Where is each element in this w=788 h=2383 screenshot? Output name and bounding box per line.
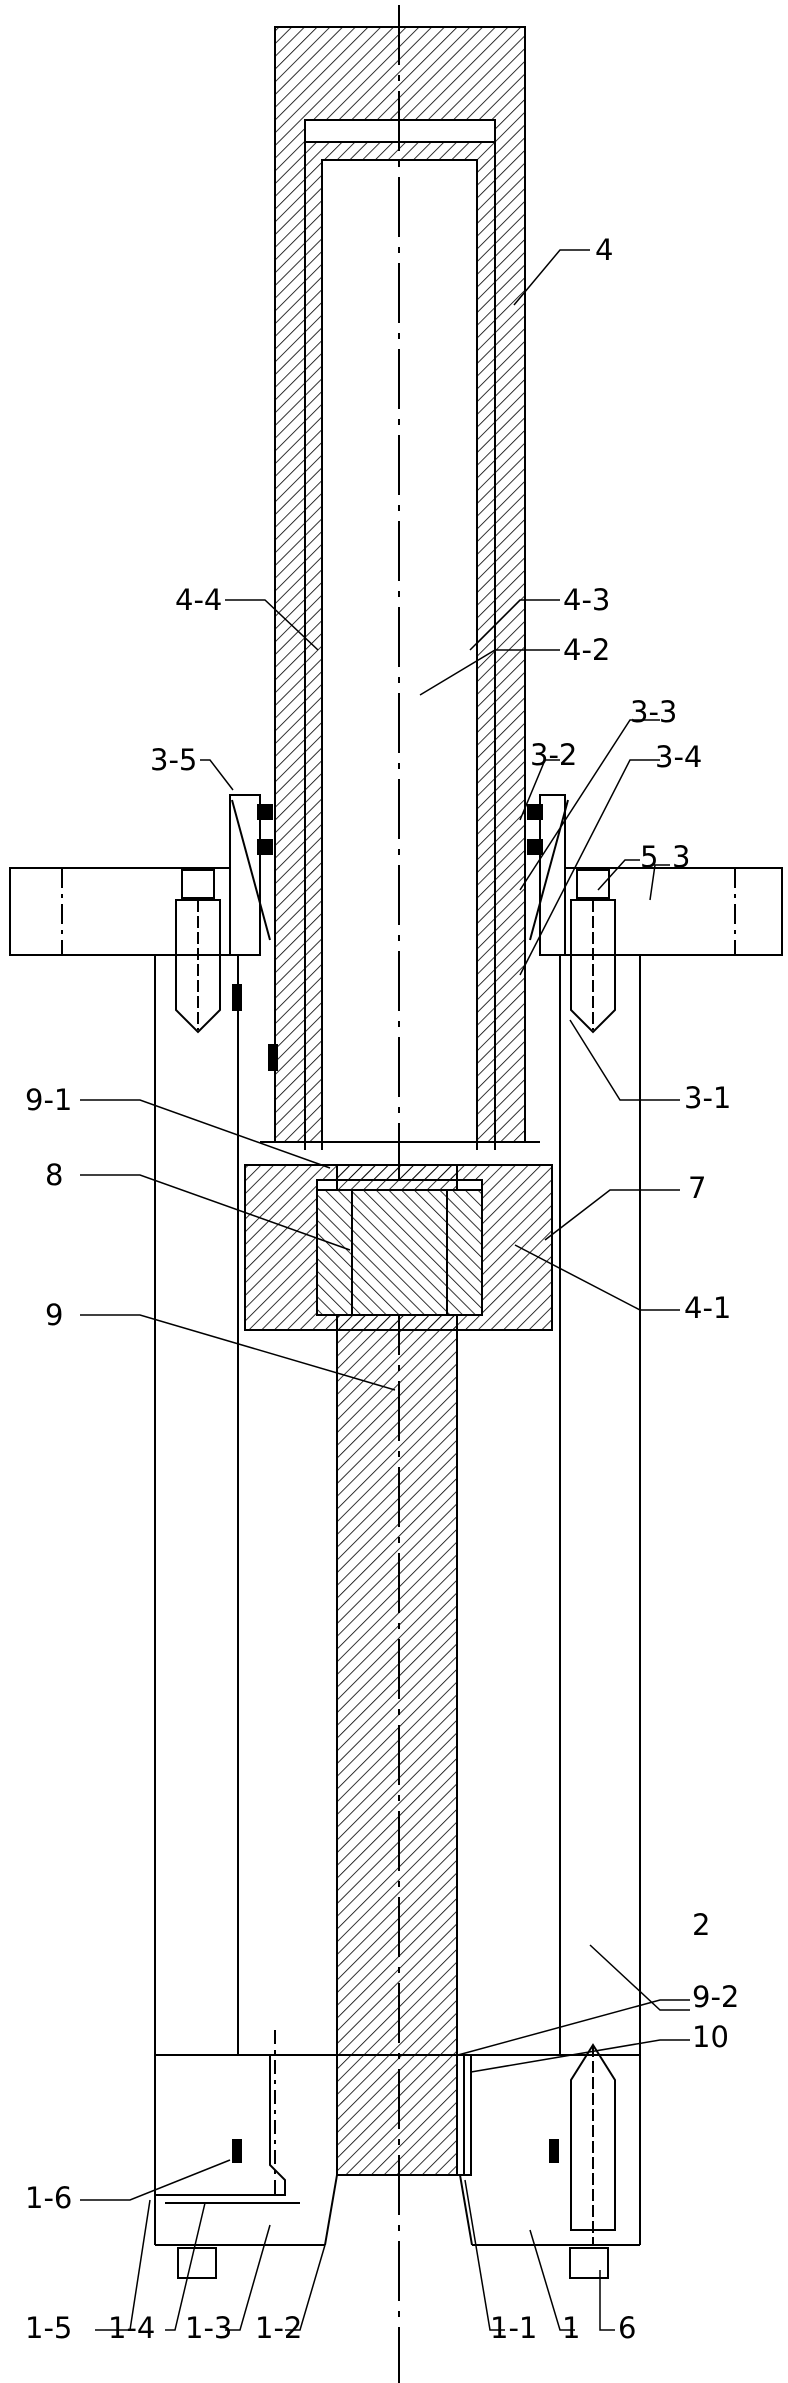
- label-5: 5: [640, 840, 658, 874]
- label-1-1: 1-1: [490, 2311, 537, 2345]
- label-1-6: 1-6: [25, 2181, 72, 2215]
- label-3-2: 3-2: [530, 738, 577, 772]
- label-6: 6: [618, 2311, 636, 2345]
- label-2: 2: [692, 1908, 710, 1942]
- label-1: 1: [562, 2311, 580, 2345]
- label-9: 9: [45, 1298, 63, 1332]
- label-4-1: 4-1: [684, 1291, 731, 1325]
- label-4: 4: [595, 233, 613, 267]
- label-9-1: 9-1: [25, 1083, 72, 1117]
- label-1-4: 1-4: [108, 2311, 155, 2345]
- label-10: 10: [692, 2020, 729, 2054]
- bolt-left: [176, 870, 220, 1032]
- label-3-5: 3-5: [150, 743, 197, 777]
- label-8: 8: [45, 1158, 63, 1192]
- label-3-1: 3-1: [684, 1081, 731, 1115]
- label-3-4: 3-4: [655, 740, 702, 774]
- label-1-2: 1-2: [255, 2311, 302, 2345]
- label-4-4: 4-4: [175, 583, 222, 617]
- label-4-2: 4-2: [563, 633, 610, 667]
- label-3: 3: [672, 840, 690, 874]
- label-4-3: 4-3: [563, 583, 610, 617]
- label-7: 7: [688, 1171, 706, 1205]
- lead-screw-9: [317, 1165, 482, 2175]
- label-9-2: 9-2: [692, 1980, 739, 2014]
- bolt-right: [571, 870, 615, 1032]
- flange-3: [10, 795, 782, 955]
- label-1-3: 1-3: [185, 2311, 232, 2345]
- label-1-5: 1-5: [25, 2311, 72, 2345]
- label-3-3: 3-3: [630, 695, 677, 729]
